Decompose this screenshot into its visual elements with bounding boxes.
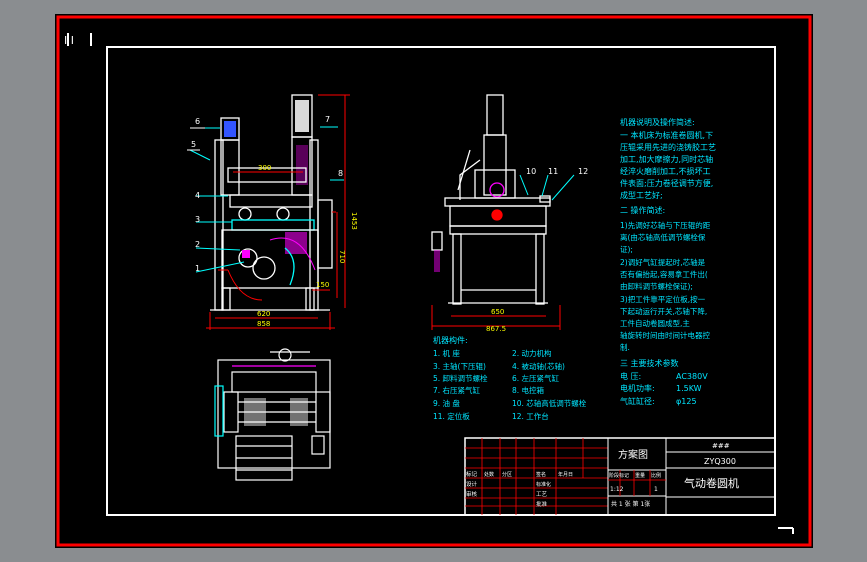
inner-border [106, 46, 776, 516]
desc-sec2-line: 下起动运行开关,芯轴下降, [620, 306, 707, 316]
tiny-label: 处数 [484, 471, 494, 478]
callout-12: 12 [578, 167, 588, 176]
callout-1: 1 [195, 264, 200, 273]
desc-sec1-line: 压辊采用先进的浇铸胶工艺 [620, 142, 716, 152]
tiny-label: 重量 [635, 472, 645, 479]
dim-858: 858 [257, 320, 270, 328]
callout-10: 10 [526, 167, 536, 176]
part-item: 6. 左压紧气缸 [512, 373, 560, 383]
row-label: 审核 [466, 490, 478, 498]
part-item: 2. 动力机构 [512, 348, 552, 358]
callout-5: 5 [191, 140, 196, 149]
part-item: 5. 卸料调节螺栓 [433, 373, 488, 383]
desc-sec1-line: 件表面;压力卷径调节方便, [620, 178, 713, 188]
desc-sec1-line: 一 本机床为标准卷圆机,下 [620, 130, 713, 140]
desc-sec1-line: 成型工艺好; [620, 190, 663, 200]
desc-sec2-line: 证); [620, 245, 633, 254]
callout-6: 6 [195, 117, 200, 126]
desc-sec2-line: 工件自动卷圆成型,主 [620, 318, 690, 328]
part-item: 9. 油 盘 [433, 398, 460, 408]
scale-value: 1:12 [610, 486, 624, 493]
corner-mark: I I [64, 34, 74, 47]
part-item: 12. 工作台 [512, 411, 549, 421]
callout-2: 2 [195, 240, 200, 249]
sheet-info: 共 1 张 第 1张 [611, 500, 650, 508]
tiny-label: 年月日 [558, 471, 573, 478]
desc-sec2-line: 制. [620, 342, 630, 352]
callout-3: 3 [195, 215, 200, 224]
tiny-label: 分区 [502, 471, 512, 478]
desc-sec2-line: 3)把工件靠平定位板,按一 [620, 294, 706, 304]
desc-sec2-line: 否有偏抬起,容易拿工件出( [620, 269, 708, 279]
desc-sec2-line: 轴旋转时间由时间计电器控 [620, 330, 710, 340]
dim-867-5: 867.5 [486, 325, 506, 333]
param-label: 电机功率: [620, 383, 655, 393]
dim-1453: 1453 [350, 212, 358, 230]
part-item: 8. 电控箱 [512, 385, 545, 395]
row-label: 工艺 [536, 491, 548, 498]
scheme-label: 方案图 [618, 448, 648, 461]
part-item: 7. 右压紧气缸 [433, 385, 481, 395]
parts-heading: 机器构件: [433, 335, 468, 345]
parts-list: 机器构件: 1. 机 座 3. 主轴(下压辊) 5. 卸料调节螺栓 7. 右压紧… [433, 335, 587, 421]
description-heading: 机器说明及操作简述: [620, 117, 695, 127]
tiny-label: 阶段标记 [609, 472, 629, 479]
model-code: ZYQ300 [704, 457, 736, 466]
part-item: 1. 机 座 [433, 348, 460, 358]
desc-sec2-line: 离(由芯轴高低调节螺栓保 [620, 232, 706, 242]
param-label: 气缸缸径: [620, 396, 655, 406]
tiny-label: 标准化 [536, 481, 551, 488]
desc-sec2-heading: 二 操作简述: [620, 205, 665, 215]
top-code: ### [712, 442, 730, 450]
dim-150: 150 [316, 281, 329, 289]
title-block: 方案图 ### ZYQ300 气动卷圆机 1:12 1 共 1 张 第 1张 标… [464, 437, 776, 516]
part-item: 4. 被动轴(芯轴) [512, 361, 565, 371]
tiny-label: 比例 [651, 472, 661, 479]
sheet-count: 1 [654, 486, 658, 493]
dim-650: 650 [491, 308, 504, 316]
part-item: 10. 芯轴高低调节螺栓 [512, 398, 587, 408]
param-value: AC380V [676, 372, 708, 381]
side-view [431, 94, 575, 330]
desc-sec2-line: 1)先调好芯轴与下压辊的距 [620, 220, 711, 230]
desc-sec2-line: 2)调好气缸提起时,芯轴是 [620, 257, 706, 267]
drawing-sheet [55, 14, 813, 548]
row-label: 标记 [466, 470, 478, 478]
tiny-label: 签名 [536, 471, 546, 478]
part-item: 3. 主轴(下压辊) [433, 361, 486, 371]
param-label: 电 压: [620, 371, 641, 381]
callout-8: 8 [338, 169, 343, 178]
desc-sec2-line: 由卸料调节螺栓保证); [620, 281, 693, 291]
front-view [187, 94, 350, 330]
dim-710: 710 [338, 250, 346, 263]
dim-620: 620 [257, 310, 270, 318]
callout-4: 4 [195, 191, 200, 200]
desc-sec3-heading: 三 主要技术参数 [620, 358, 679, 368]
top-view [214, 348, 331, 481]
drawing-name: 气动卷圆机 [684, 476, 739, 490]
desc-sec1-line: 经淬火磨削加工,不损坏工 [620, 166, 711, 176]
description-block: 机器说明及操作简述: 一 本机床为标准卷圆机,下 压辊采用先进的浇铸胶工艺 加工… [620, 117, 716, 406]
param-value: 1.5KW [676, 384, 702, 393]
callout-7: 7 [325, 115, 330, 124]
param-value: φ125 [676, 397, 697, 406]
dim-300: 300 [258, 164, 271, 172]
part-item: 11. 定位板 [433, 411, 470, 421]
row-label: 批准 [536, 500, 548, 508]
outer-frame [56, 15, 812, 547]
desc-sec1-line: 加工,加大摩擦力,同时芯轴 [620, 154, 713, 164]
row-label: 设计 [466, 480, 478, 488]
callout-11: 11 [548, 167, 558, 176]
